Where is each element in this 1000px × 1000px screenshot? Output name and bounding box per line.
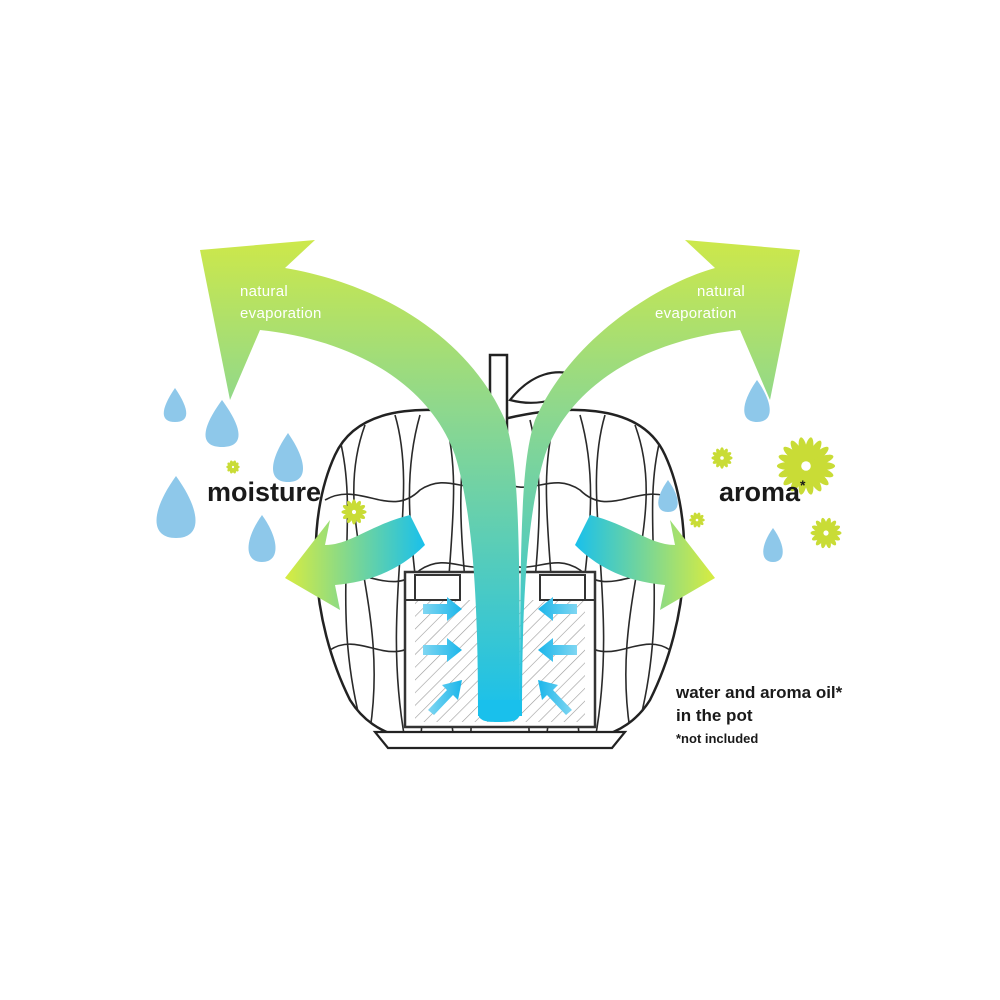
label-evaporation-left-line2: evaporation (240, 305, 322, 322)
evaporation-arrows (200, 240, 800, 722)
label-evaporation-right-line1: natural (697, 283, 745, 300)
arrow-moisture (285, 515, 425, 610)
water-drop-icon (156, 476, 196, 538)
water-drops (156, 380, 783, 562)
arrow-evaporation-right (520, 240, 800, 716)
arrow-evaporation-left (200, 240, 520, 716)
label-aroma: aroma (719, 477, 801, 507)
aroma-flower-icon (689, 512, 705, 528)
aroma-flowers (226, 437, 842, 549)
aroma-flower-icon (226, 460, 240, 474)
label-moisture: moisture (207, 477, 321, 507)
water-drop-icon (763, 528, 783, 562)
aroma-flower-icon (711, 447, 733, 469)
aroma-flower-icon (776, 437, 836, 495)
water-drop-icon (744, 380, 770, 422)
label-pot-line2: in the pot (676, 706, 753, 725)
pot-flow-arrows (423, 597, 577, 715)
label-evaporation-right-line2: evaporation (655, 305, 737, 322)
water-drop-icon (163, 388, 187, 422)
water-drop-icon (248, 515, 276, 562)
aroma-flower-icon (810, 517, 842, 549)
label-footnote: *not included (676, 731, 758, 746)
aroma-flower-icon (341, 499, 367, 525)
water-drop-icon (658, 480, 678, 512)
side-arrows (285, 515, 715, 610)
label-evaporation-left-line1: natural (240, 283, 288, 300)
label-aroma-asterisk: * (800, 477, 806, 493)
apple-base (372, 730, 628, 750)
water-drop-icon (273, 433, 303, 482)
arrow-aroma (575, 515, 715, 610)
water-drop-icon (205, 400, 239, 447)
label-pot-line1: water and aroma oil* (675, 683, 843, 702)
